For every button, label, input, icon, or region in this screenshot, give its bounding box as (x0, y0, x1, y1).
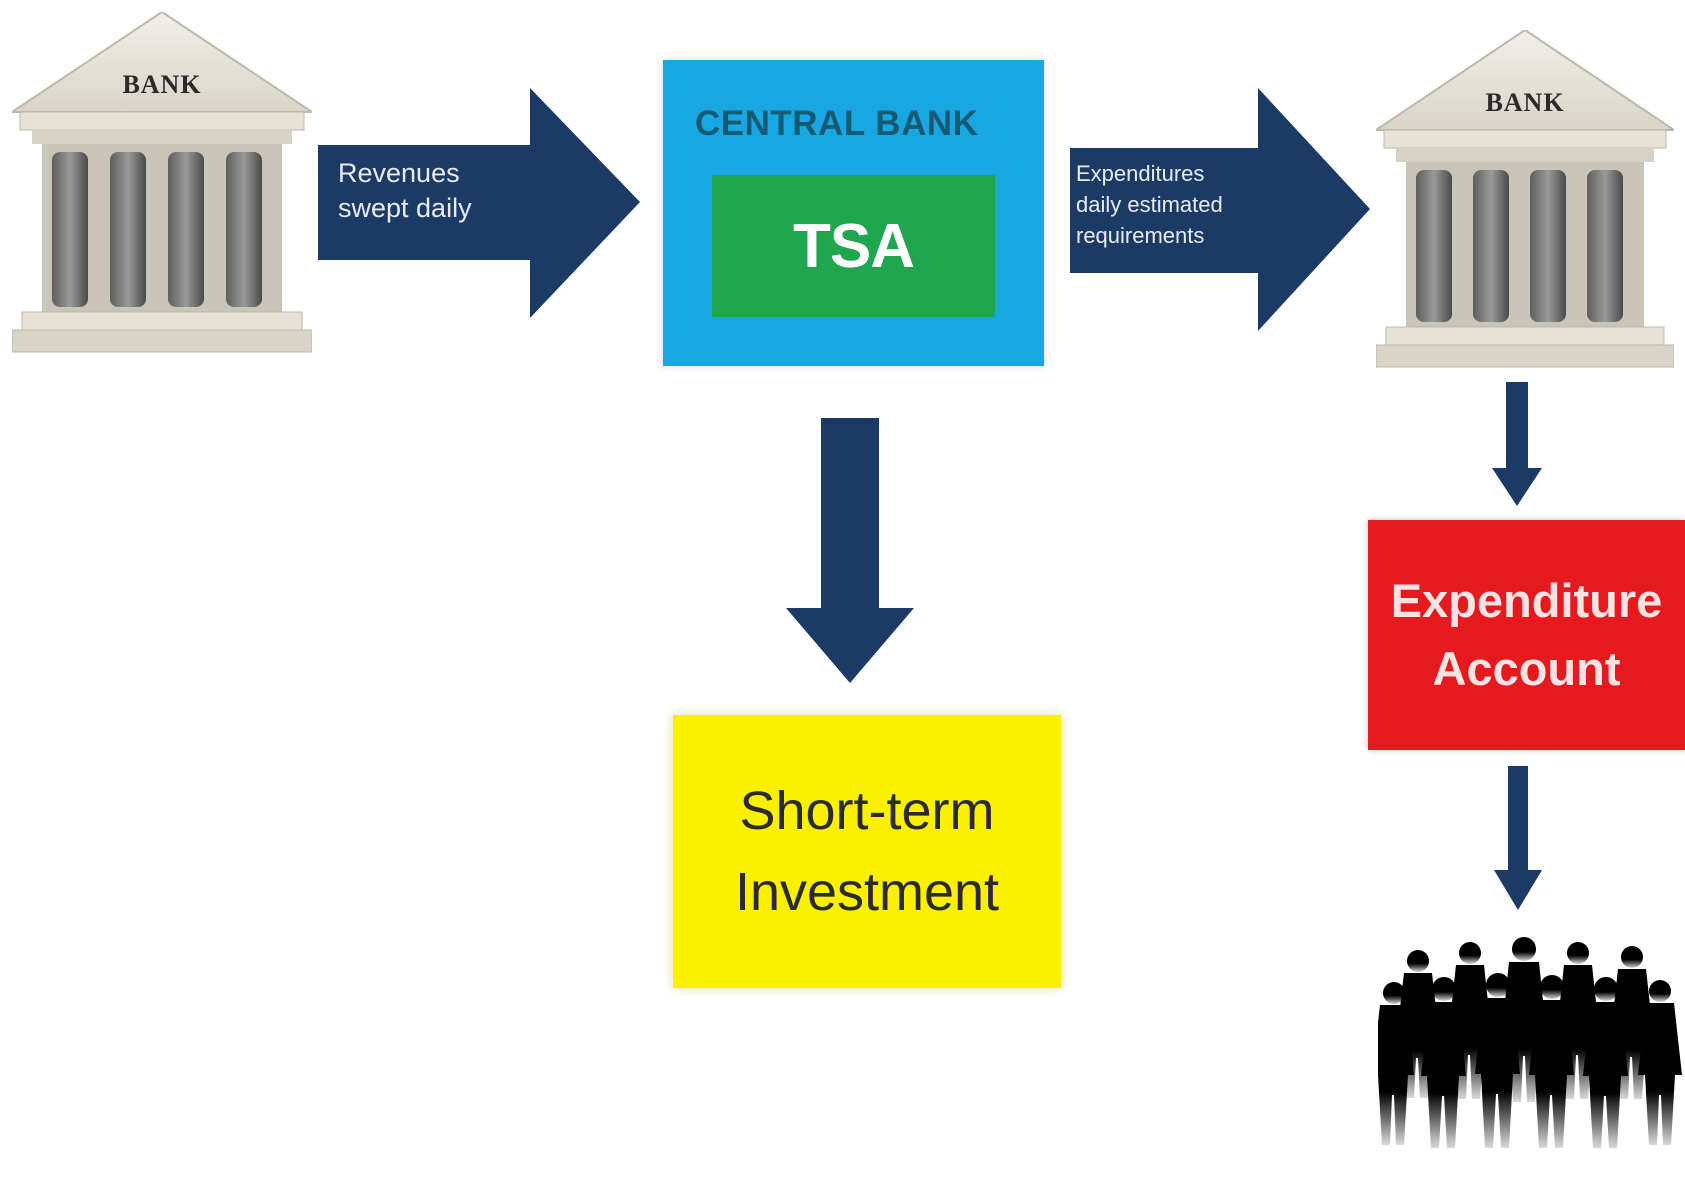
left-bank: BANK (12, 12, 312, 357)
expenditures-label-line3: requirements (1076, 223, 1205, 249)
bank-sign: BANK (1485, 88, 1565, 117)
right-bank: BANK (1376, 30, 1674, 370)
expenditures-label-line1: Expenditures (1076, 161, 1205, 186)
expenditures-label-line2: daily estimated (1076, 192, 1223, 218)
people-group (1372, 935, 1685, 1178)
investment-label-line1: Short-term (739, 780, 995, 841)
bank-sign: BANK (122, 70, 202, 99)
tsa-box: TSA (712, 175, 995, 317)
tsa-label: TSA (793, 211, 915, 281)
down-arrow-icon (1494, 766, 1542, 910)
central-bank-box: CENTRAL BANK TSA (663, 60, 1044, 366)
down-arrow-icon (786, 418, 914, 683)
down-arrow-icon (1492, 382, 1542, 506)
revenues-label-line1: Revenues (338, 158, 460, 188)
central-to-investment-arrow (786, 418, 914, 683)
expenditure-to-people-arrow (1494, 766, 1542, 910)
right-arrow-icon (1070, 88, 1370, 331)
revenues-arrow: Revenues swept daily (318, 88, 640, 318)
expenditures-arrow: Expenditures daily estimated requirement… (1070, 88, 1370, 331)
expenditure-label-line2: Account (1432, 642, 1621, 695)
bank-to-expenditure-arrow (1492, 382, 1542, 506)
expenditure-account-box: Expenditure Account (1368, 520, 1685, 750)
bank-building-icon (1376, 30, 1674, 368)
revenues-label-line2: swept daily (338, 193, 472, 224)
expenditure-label-line1: Expenditure (1390, 573, 1663, 627)
right-arrow-icon (318, 88, 640, 318)
bank-building-icon (12, 12, 312, 353)
investment-label-line2: Investment (734, 861, 1000, 922)
short-term-investment-box: Short-term Investment (673, 715, 1061, 988)
people-silhouette-icon (1372, 937, 1682, 1148)
central-bank-label: CENTRAL BANK (695, 104, 979, 143)
